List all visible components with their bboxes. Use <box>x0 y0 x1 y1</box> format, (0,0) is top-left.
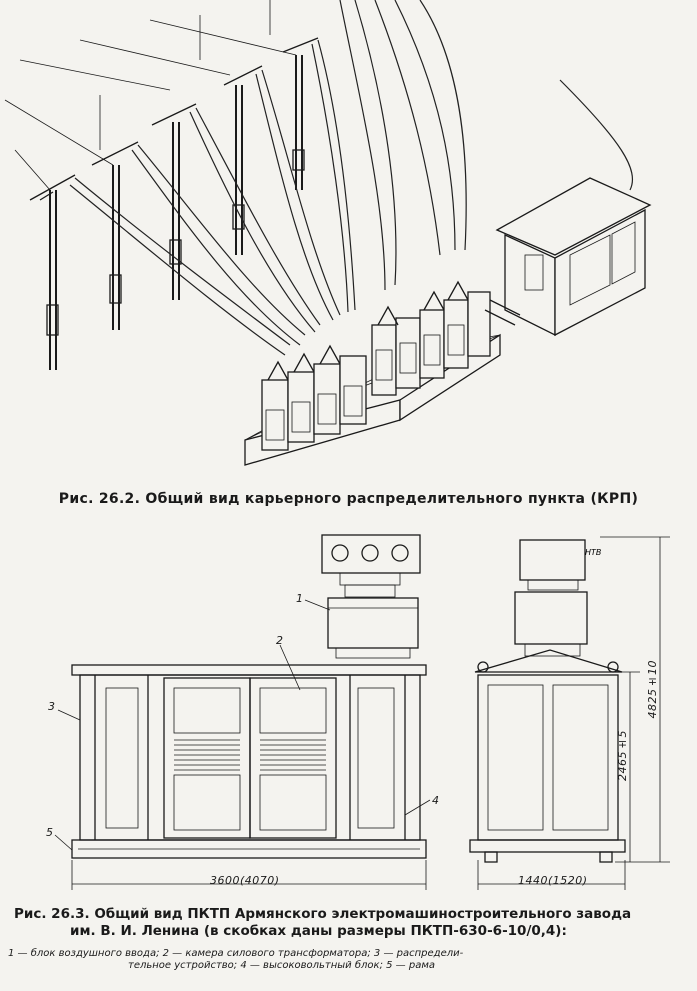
figure-caption-pktp: Рис. 26.3. Общий вид ПКТП Армянского эле… <box>14 906 694 940</box>
legend-line-1: 1 — блок воздушного ввода; 2 — камера си… <box>8 948 464 959</box>
dimension-mid-height: 2465±5 <box>616 730 629 781</box>
pole-5 <box>282 37 319 190</box>
pole-3 <box>151 103 197 300</box>
figure-legend: 1 — блок воздушного ввода; 2 — камера си… <box>8 948 694 972</box>
side-view: НТВ <box>469 536 670 890</box>
label-1: 1 <box>296 592 303 605</box>
label-3: 3 <box>48 700 55 713</box>
label-4: 4 <box>432 794 439 807</box>
label-5: 5 <box>46 826 53 839</box>
dimension-side-width: 1440(1520) <box>518 874 588 887</box>
caption-line-2: им. В. И. Ленина (в скобках даны размеры… <box>70 923 567 939</box>
svg-text:НТВ: НТВ <box>585 548 601 557</box>
dimension-front-width: 3600(4070) <box>210 874 280 887</box>
switchgear-units <box>244 280 501 466</box>
pole-1 <box>29 174 76 370</box>
caption-line-1: Рис. 26.3. Общий вид ПКТП Армянского эле… <box>14 906 632 922</box>
label-2: 2 <box>276 634 283 647</box>
pole-4 <box>223 65 263 255</box>
pole-2 <box>91 141 139 330</box>
legend-line-2: тельное устройство; 4 — высоковольтный б… <box>128 960 435 971</box>
dimension-total-height: 4825±10 <box>646 660 659 719</box>
front-view <box>54 534 431 890</box>
kiosk-building <box>484 177 652 337</box>
overhead-cables <box>69 0 634 356</box>
figure-caption-krp: Рис. 26.2. Общий вид карьерного распреде… <box>58 491 639 507</box>
